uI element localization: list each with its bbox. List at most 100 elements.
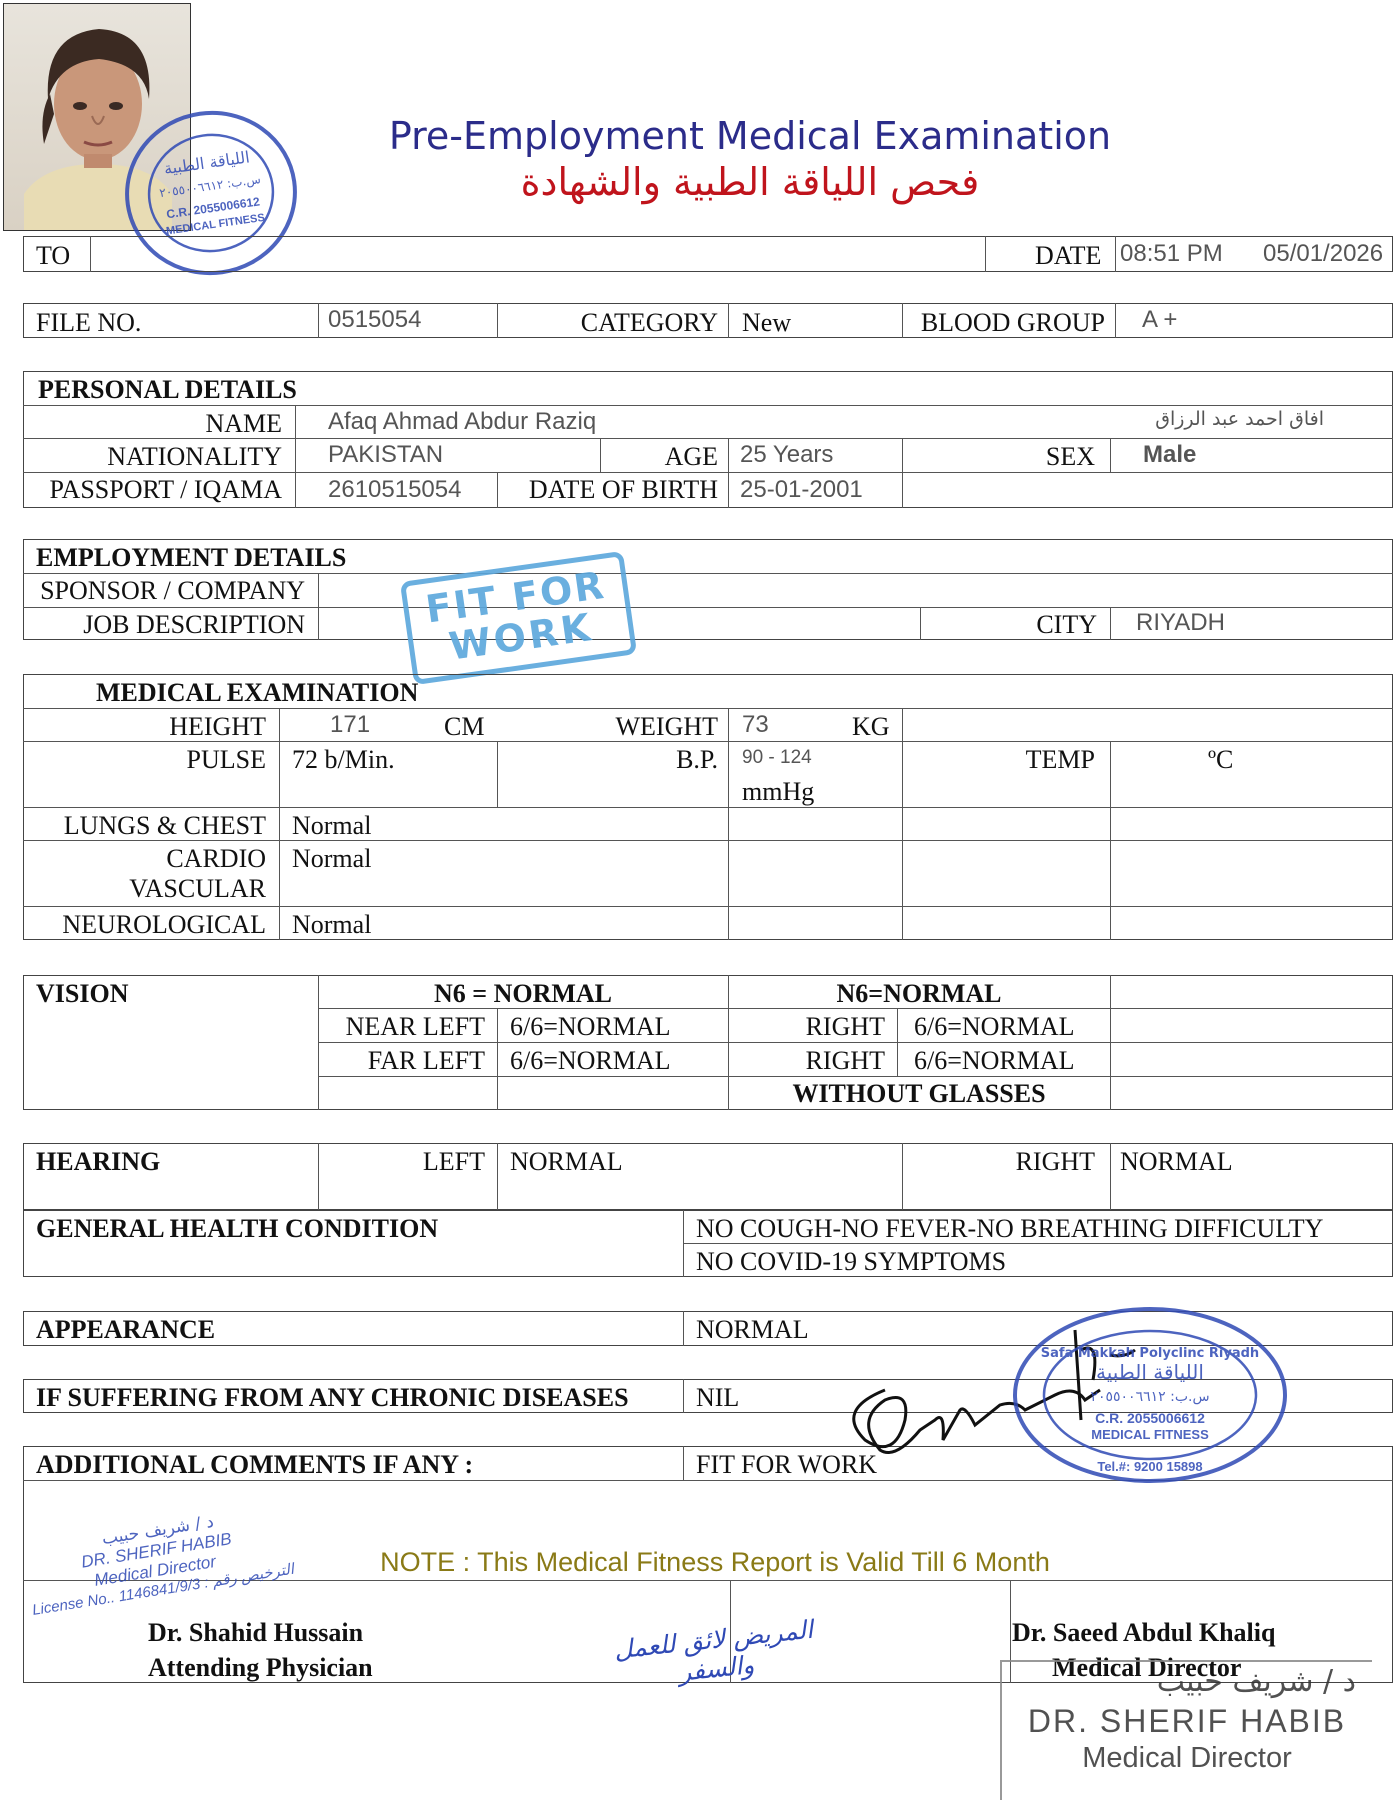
height-unit: CM [444,712,485,741]
hearing-label: HEARING [36,1147,161,1176]
passport-label: PASSPORT / IQAMA [49,475,282,504]
bp-label: B.P. [676,745,718,774]
title-ar: فحص اللياقة الطبية والشهادة [520,160,980,204]
far-left-value: 6/6=NORMAL [510,1046,671,1075]
age-value: 25 Years [740,441,834,468]
time-value: 08:51 PM [1120,240,1223,267]
far-right-value: 6/6=NORMAL [914,1046,1075,1075]
svg-text:اللياقة الطبية: اللياقة الطبية [1096,1360,1204,1384]
temp-label: TEMP [1025,745,1095,774]
to-date-row [23,236,1393,272]
personal-section: PERSONAL DETAILS [38,375,297,404]
employment-section: EMPLOYMENT DETAILS [36,543,347,572]
city-label: CITY [1036,610,1097,639]
city-value: RIYADH [1136,609,1225,636]
sponsor-label: SPONSOR / COMPANY [40,576,305,605]
to-label: TO [36,241,71,270]
clinic-stamp-ar: اللياقة الطبية [163,147,251,178]
file-no-value: 0515054 [328,306,422,333]
comments-block [23,1446,1393,1683]
bp-unit: mmHg [742,777,815,806]
bp-value: 90 - 124 [742,747,812,768]
vision-head-left: N6 = NORMAL [433,979,613,1008]
blood-group-label: BLOOD GROUP [920,308,1105,337]
hearing-section [23,1143,1393,1210]
temp-unit: ºC [1208,745,1234,774]
svg-text:Safa Makkah Polyclinc Riyadh: Safa Makkah Polyclinc Riyadh [1041,1346,1259,1361]
clinic-stamp-top: اللياقة الطبية س.ب: ٢٠٥٥٠٠٦٦١٢ C.R. 2055… [111,96,311,289]
near-right-label: RIGHT [805,1012,885,1041]
blood-group-value: A + [1142,306,1178,333]
dob-value: 25-01-2001 [740,476,863,503]
date-value: 05/01/2026 [1263,240,1384,267]
category-label: CATEGORY [580,308,718,337]
physician-title: Attending Physician [148,1653,373,1682]
svg-text:C.R. 2055006612: C.R. 2055006612 [1095,1410,1205,1426]
applicant-photo [3,3,191,231]
hearing-left-value: NORMAL [510,1147,623,1176]
height-label: HEIGHT [169,712,266,741]
chronic-row [23,1379,1393,1413]
nationality-label: NATIONALITY [107,442,282,471]
svg-text:س.ب: ٢٠٥٥٠٠٦٦١٢: س.ب: ٢٠٥٥٠٠٦٦١٢ [1090,1389,1209,1405]
file-no-label: FILE NO. [36,308,142,337]
director-stamp-large: د / شريف حبيب DR. SHERIF HABIB Medical D… [1000,1660,1372,1800]
far-left-label: FAR LEFT [367,1046,485,1075]
general-line-1: NO COUGH-NO FEVER-NO BREATHING DIFFICULT… [696,1214,1324,1243]
height-value: 171 [330,711,371,738]
category-value: New [742,308,792,337]
pulse-label: PULSE [186,745,266,774]
name-value: Afaq Ahmad Abdur Raziq [328,408,597,435]
sex-value: Male [1143,441,1197,468]
chronic-label: IF SUFFERING FROM ANY CHRONIC DISEASES [36,1383,629,1412]
comments-label: ADDITIONAL COMMENTS IF ANY : [36,1450,474,1479]
physician-name: Dr. Shahid Hussain [148,1618,364,1647]
without-glasses: WITHOUT GLASSES [792,1079,1046,1108]
medical-section: MEDICAL EXAMINATION [96,678,419,707]
weight-label: WEIGHT [615,712,718,741]
nationality-value: PAKISTAN [328,441,444,468]
chronic-value: NIL [696,1383,740,1412]
weight-unit: KG [852,712,890,741]
passport-value: 2610515054 [328,476,462,503]
general-line-2: NO COVID-19 SYMPTOMS [696,1247,1007,1276]
cardio-label-2: VASCULAR [129,874,266,903]
title-en: Pre-Employment Medical Examination [388,114,1112,158]
personal-details [23,371,1393,508]
neuro-value: Normal [292,910,372,939]
appearance-value: NORMAL [696,1315,809,1344]
cardio-value: Normal [292,844,372,873]
general-label: GENERAL HEALTH CONDITION [36,1214,439,1243]
date-label: DATE [1035,241,1102,270]
vision-label: VISION [36,979,129,1008]
pulse-value: 72 b/Min. [292,745,395,774]
director-title: Medical Director [1052,1653,1242,1682]
employment-details [23,539,1393,640]
near-left-label: NEAR LEFT [345,1012,485,1041]
cardio-label-1: CARDIO [166,844,266,873]
clinic-stamp-right: Safa Makkah Polyclinc Riyadh اللياقة الط… [1010,1305,1290,1485]
comments-value: FIT FOR WORK [696,1450,878,1479]
age-label: AGE [664,442,718,471]
lungs-label: LUNGS & CHEST [63,811,266,840]
hearing-left-label: LEFT [422,1147,485,1176]
near-left-value: 6/6=NORMAL [510,1012,671,1041]
svg-text:Tel.#: 9200 15898: Tel.#: 9200 15898 [1097,1459,1202,1474]
near-right-value: 6/6=NORMAL [914,1012,1075,1041]
job-label: JOB DESCRIPTION [83,610,305,639]
director-name: Dr. Saeed Abdul Khaliq [1012,1618,1276,1647]
appearance-label: APPEARANCE [36,1315,216,1344]
vision-head-right: N6=NORMAL [836,979,1002,1008]
sex-label: SEX [1045,442,1095,471]
name-label: NAME [205,409,282,438]
weight-value: 73 [742,711,769,738]
file-row [23,303,1393,338]
svg-text:MEDICAL FITNESS: MEDICAL FITNESS [1091,1427,1209,1442]
neuro-label: NEUROLOGICAL [62,910,266,939]
dob-label: DATE OF BIRTH [528,475,718,504]
name-arabic: افاق احمد عبد الرزاق [1155,408,1324,430]
lungs-value: Normal [292,811,372,840]
hearing-right-label: RIGHT [1015,1147,1095,1176]
far-right-label: RIGHT [805,1046,885,1075]
